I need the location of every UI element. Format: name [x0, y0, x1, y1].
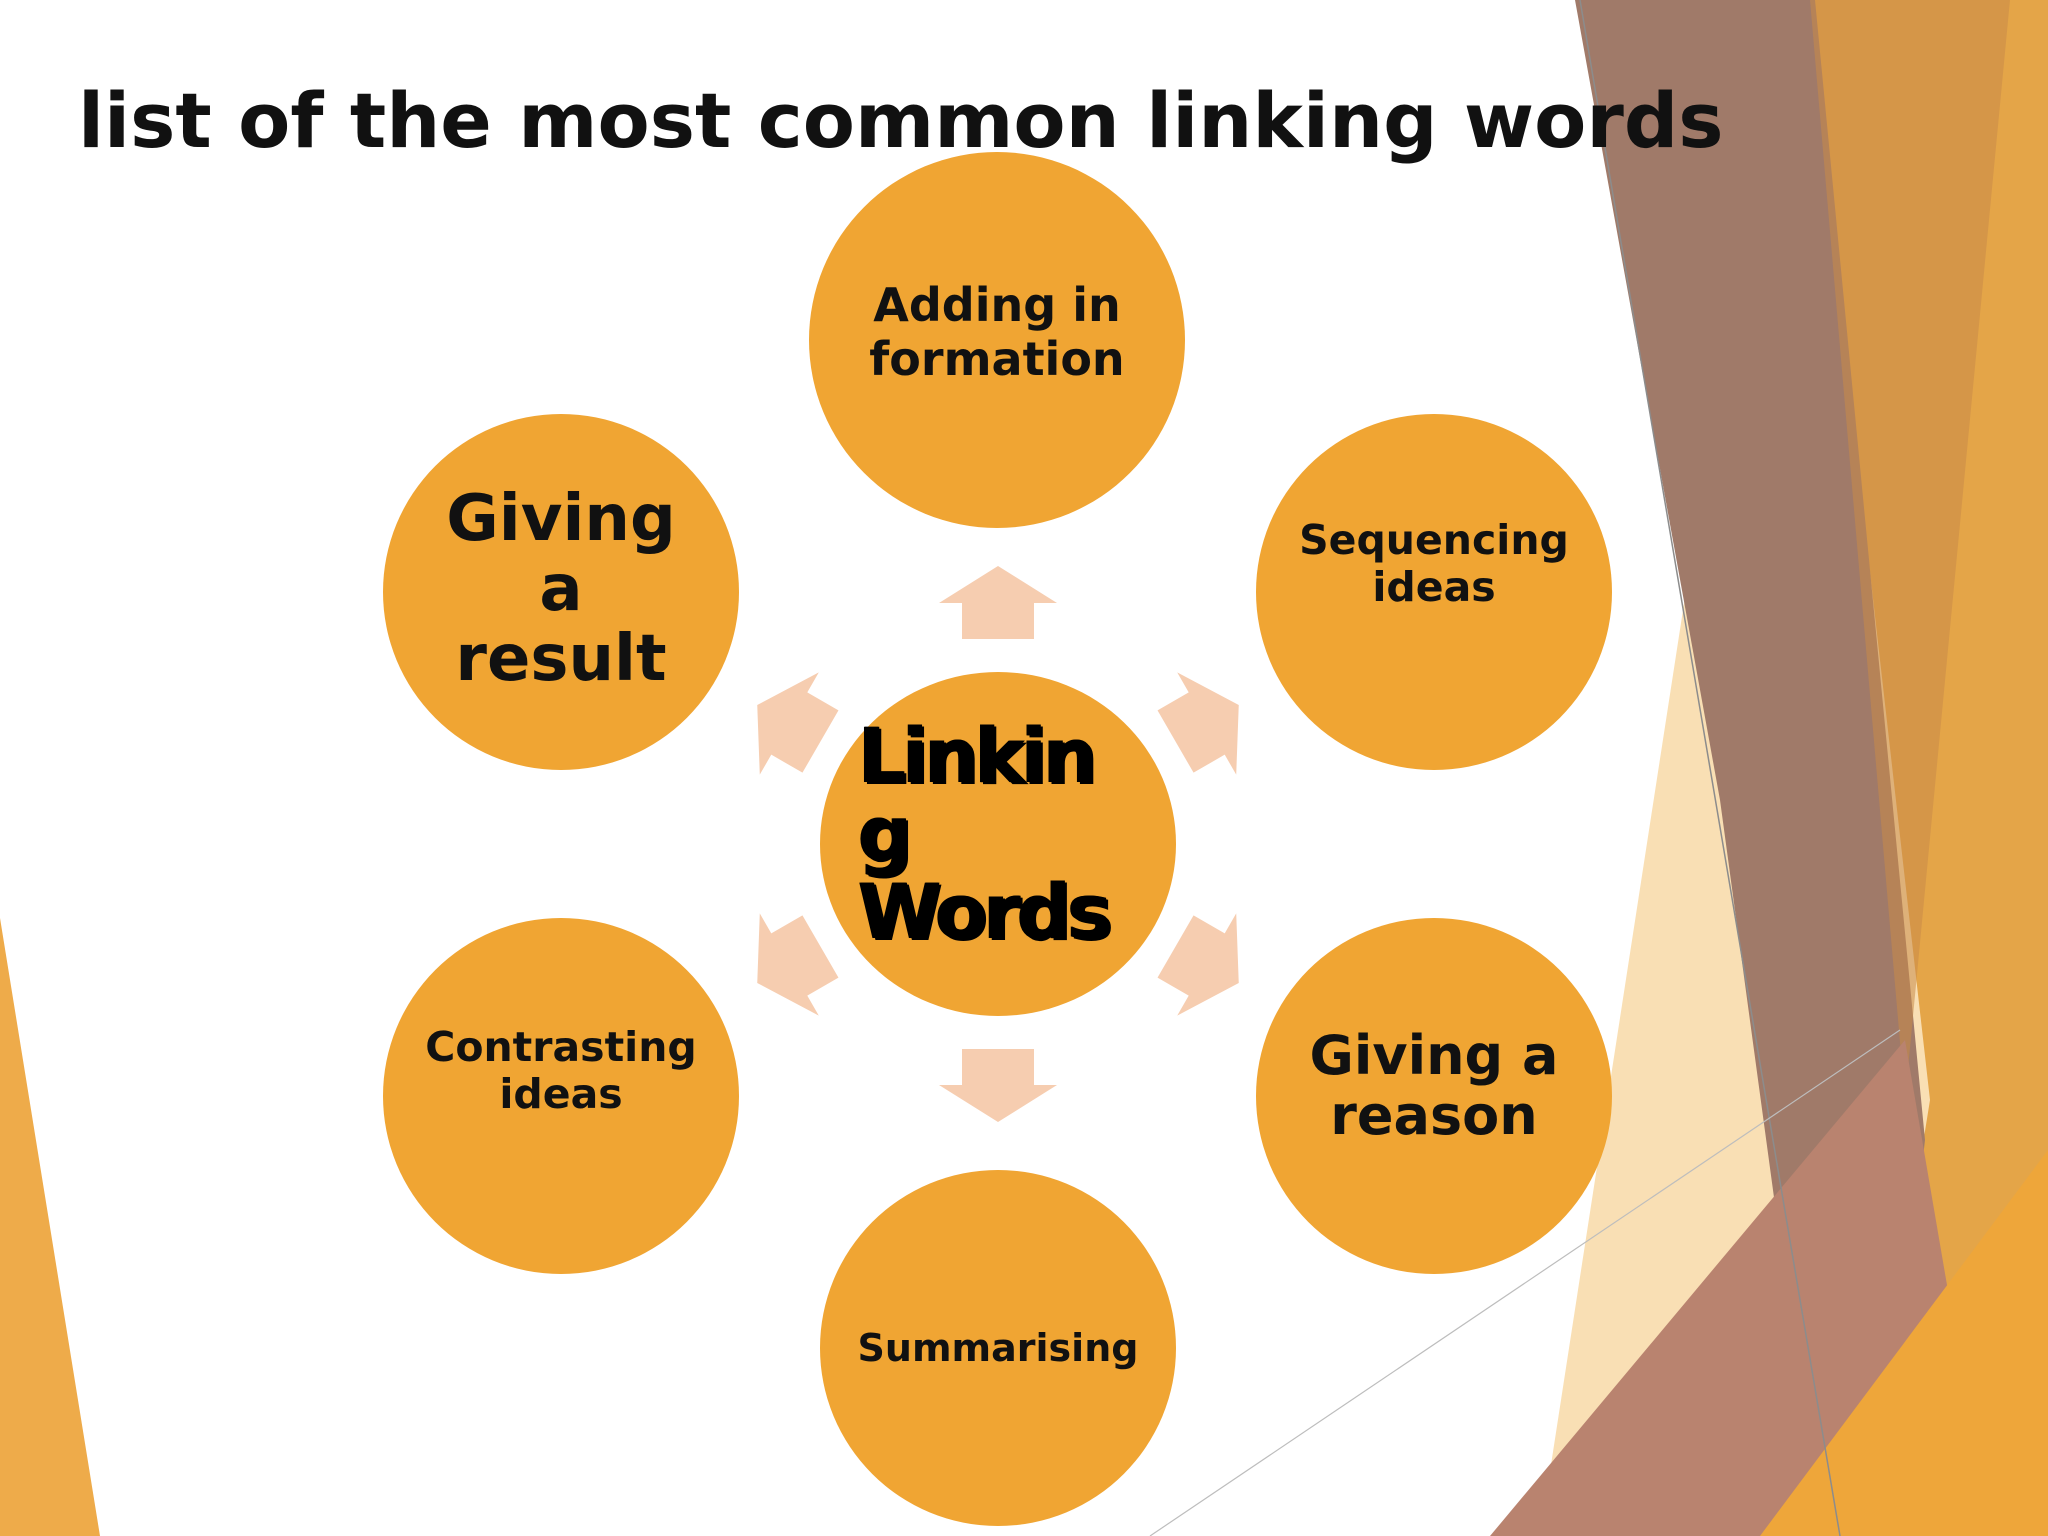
node-sequencing-ideas-label: Sequencing ideas: [1299, 516, 1569, 611]
thin-diagonal-line-2: [1149, 1029, 1901, 1536]
left-accent-shapes: [0, 918, 100, 1536]
node-giving-a-reason-label: Giving a reason: [1309, 1024, 1559, 1147]
node-contrasting-ideas-label: Contrasting ideas: [425, 1023, 697, 1118]
right-brown-overlap: [1810, 0, 2010, 1100]
node-giving-a-reason: Giving a reason: [1256, 918, 1612, 1274]
node-summarising: Summarising: [820, 1170, 1176, 1526]
left-gold-bar: [0, 918, 100, 1536]
center-node-label: Linking Words: [858, 711, 1112, 956]
arrow-down: [939, 1049, 1057, 1122]
slide-title: list of the most common linking words: [78, 76, 1724, 165]
bottom-right-gold-wedge: [1760, 1150, 2048, 1536]
node-sequencing-ideas: Sequencing ideas: [1256, 414, 1612, 770]
arrow-up: [939, 566, 1057, 639]
arrow-upper-left: [757, 672, 839, 775]
thin-diagonal-line: [1579, 0, 1841, 1536]
node-summarising-label: Summarising: [857, 1326, 1139, 1370]
right-accent-shapes: [1149, 0, 2048, 1536]
node-adding-information: Adding information: [809, 152, 1185, 528]
center-node: Linking Words: [820, 672, 1176, 1016]
arrow-lower-left: [757, 913, 839, 1016]
arrow-upper-right: [1157, 672, 1239, 775]
node-adding-information-label: Adding information: [869, 278, 1125, 386]
arrows: [757, 566, 1239, 1122]
node-giving-a-result: Giving a result: [383, 414, 739, 770]
node-contrasting-ideas: Contrasting ideas: [383, 918, 739, 1274]
node-giving-a-result-label: Giving a result: [446, 482, 676, 696]
arrow-lower-right: [1157, 913, 1239, 1016]
